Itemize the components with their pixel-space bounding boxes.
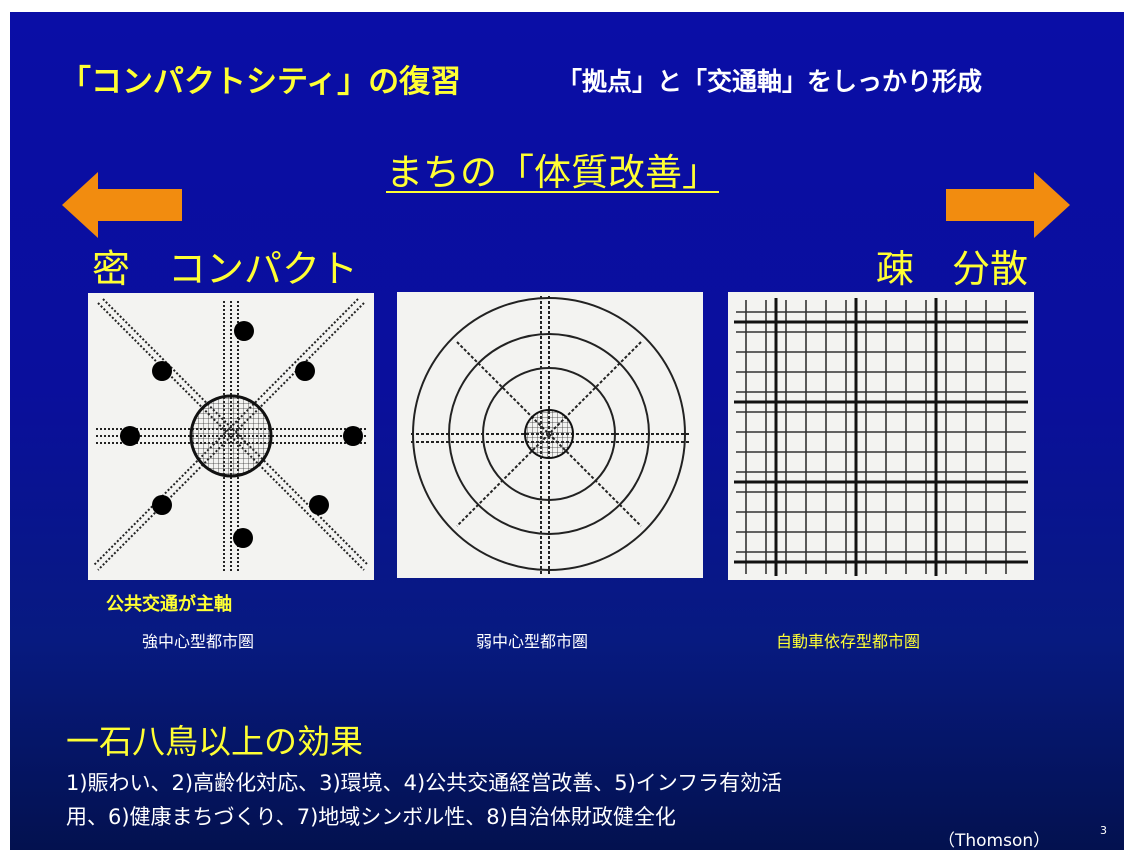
diagram-car-dependent — [728, 292, 1034, 580]
slide-title-sub: 「拠点」と「交通軸」をしっかり形成 — [557, 67, 983, 96]
caption-car-dependent: 自動車依存型都市圏 — [776, 632, 921, 651]
diagram-weak-center — [397, 292, 703, 578]
effects-title: 一石八鳥以上の効果 — [66, 722, 363, 761]
slide: 「コンパクトシティ」の復習 「拠点」と「交通軸」をしっかり形成 まちの「体質改善… — [10, 12, 1124, 850]
caption-weak-center: 弱中心型都市圏 — [476, 632, 589, 651]
diagram-weak-center-graphic — [411, 296, 689, 574]
caption-transit-axis: 公共交通が主軸 — [106, 594, 232, 615]
page-number: 3 — [1100, 824, 1107, 837]
diagram-strong-center-graphic — [93, 298, 369, 572]
arrow-right-icon — [946, 172, 1070, 238]
slide-title: 「コンパクトシティ」の復習 — [60, 64, 462, 100]
diagram-strong-center — [88, 293, 374, 580]
source-credit: （Thomson） — [938, 831, 1051, 850]
label-compact: 密 コンパクト — [92, 247, 359, 291]
effects-list-line-1: 1)賑わい、2)高齢化対応、3)環境、4)公共交通経営改善、5)インフラ有効活 — [66, 771, 783, 795]
label-dispersed: 疎 分散 — [876, 247, 1029, 291]
diagram-car-dependent-graphic — [734, 298, 1028, 576]
effects-list-line-2: 用、6)健康まちづくり、7)地域シンボル性、8)自治体財政健全化 — [66, 805, 676, 829]
slide-subtitle: まちの「体質改善」 — [386, 151, 719, 194]
arrow-left-icon — [62, 172, 182, 238]
caption-strong-center: 強中心型都市圏 — [142, 632, 255, 651]
